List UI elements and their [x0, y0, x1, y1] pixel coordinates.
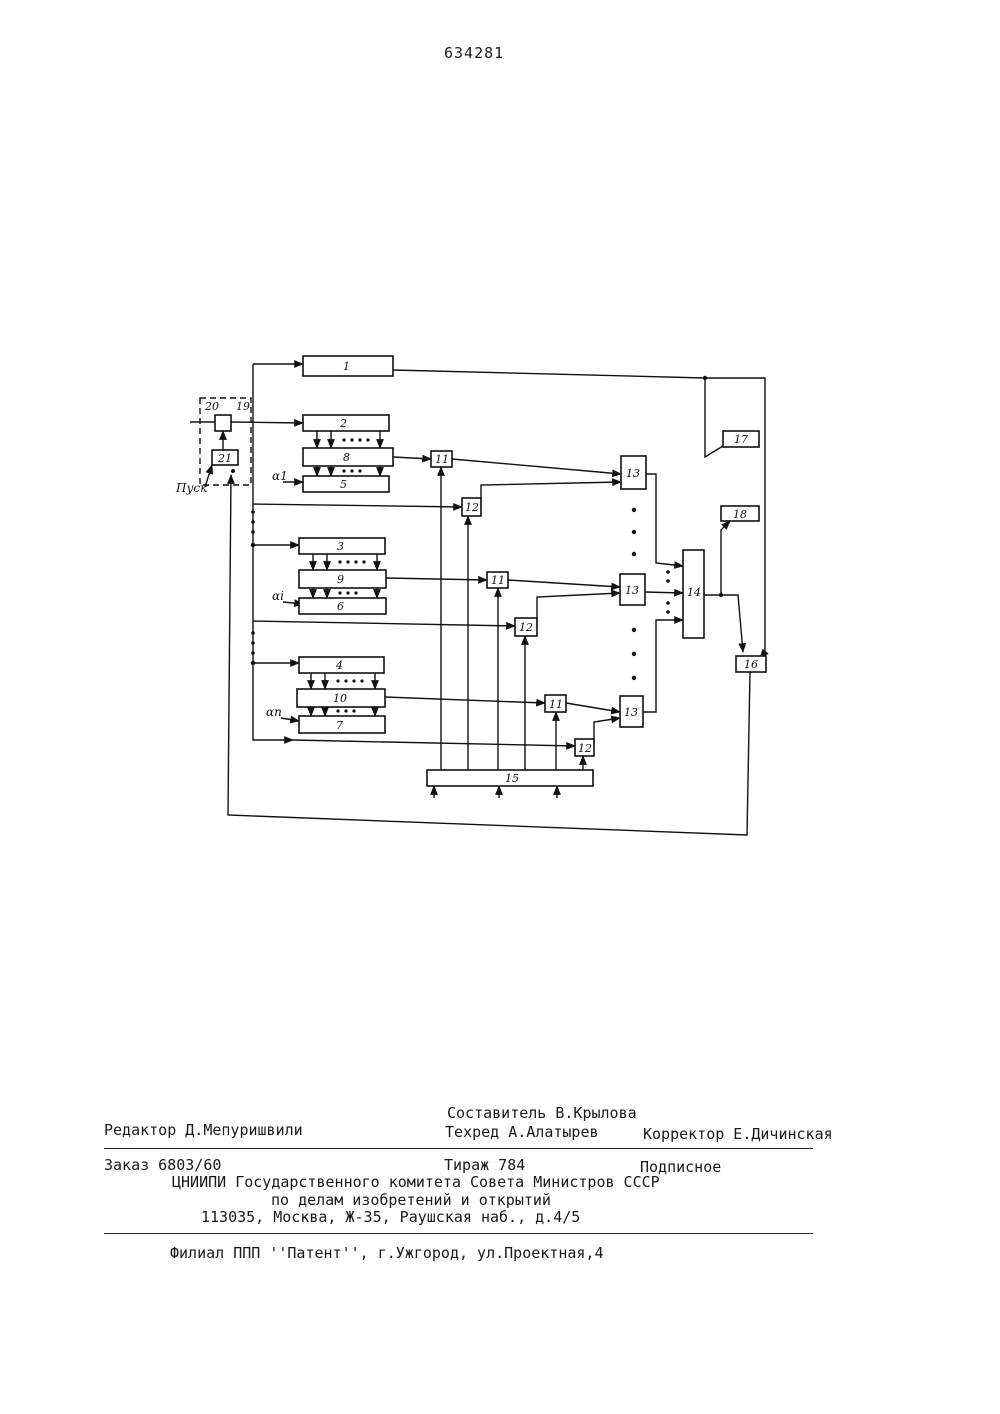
block-12-b: 12: [515, 618, 537, 636]
svg-text:13: 13: [624, 706, 638, 719]
block-12-a: 12: [462, 498, 481, 516]
block-2: 2: [303, 415, 389, 431]
label-20: 20: [204, 400, 219, 413]
block-13-a: 13: [621, 456, 646, 489]
svg-text:21: 21: [217, 452, 232, 465]
svg-text:10: 10: [333, 692, 347, 705]
block-5: 5: [303, 476, 389, 492]
block-7: 7: [299, 716, 385, 733]
svg-text:18: 18: [733, 508, 747, 521]
block-11-b: 11: [487, 572, 508, 588]
input-alphan-label: αn: [266, 705, 282, 719]
order: Заказ 6803/60: [104, 1156, 221, 1174]
svg-text:13: 13: [625, 584, 639, 597]
editor: Редактор Д.Мепуришвили: [104, 1121, 303, 1139]
block-21: 21: [212, 450, 238, 465]
svg-text:15: 15: [505, 772, 519, 785]
block-19: 19: [215, 400, 250, 431]
block-14: 14: [683, 550, 704, 638]
corrector: Корректор Е.Дичинская: [643, 1125, 833, 1143]
block-10: 10: [297, 689, 385, 707]
svg-text:11: 11: [491, 574, 505, 587]
block-17: 17: [723, 431, 759, 447]
composer: Составитель В.Крылова: [447, 1104, 637, 1122]
address: 113035, Москва, Ж-35, Раушская наб., д.4…: [201, 1208, 580, 1226]
block-diagram: 1 2 8 5 3 9 6 4 10 7 11 12 11 12 11 12 1…: [0, 0, 1000, 900]
svg-text:11: 11: [435, 453, 449, 466]
svg-text:12: 12: [519, 621, 533, 634]
block-15: 15: [427, 770, 593, 786]
block-13-b: 13: [620, 574, 645, 605]
block-8: 8: [303, 448, 393, 466]
block-13-c: 13: [620, 696, 643, 727]
svg-text:14: 14: [687, 586, 701, 599]
svg-text:11: 11: [549, 698, 563, 711]
techred: Техред А.Алатырев: [445, 1123, 599, 1141]
input-alpha1-label: α1: [272, 469, 288, 483]
circulation: Тираж 784: [444, 1156, 525, 1174]
svg-text:13: 13: [626, 467, 640, 480]
block-11-a: 11: [431, 451, 452, 467]
svg-text:5: 5: [340, 478, 347, 491]
input-start-label: Пуск: [175, 481, 208, 495]
block-9: 9: [299, 570, 386, 588]
svg-text:9: 9: [337, 573, 344, 586]
svg-text:12: 12: [465, 501, 479, 514]
rule-top: [104, 1148, 813, 1149]
svg-text:3: 3: [337, 540, 344, 553]
svg-text:2: 2: [339, 417, 347, 430]
block-11-c: 11: [545, 695, 566, 712]
block-3: 3: [299, 538, 385, 554]
svg-text:6: 6: [337, 600, 344, 613]
org-line-1: ЦНИИПИ Государственного комитета Совета …: [172, 1173, 660, 1191]
input-alphai-label: αi: [272, 589, 284, 603]
block-12-c: 12: [575, 739, 594, 756]
block-1: 1: [303, 356, 393, 376]
svg-text:1: 1: [343, 360, 350, 373]
block-18: 18: [721, 506, 759, 521]
block-6: 6: [299, 598, 386, 614]
svg-text:8: 8: [343, 451, 350, 464]
block-4: 4: [299, 657, 384, 673]
svg-text:19: 19: [236, 400, 250, 413]
svg-text:16: 16: [744, 658, 758, 671]
svg-text:4: 4: [335, 659, 343, 672]
svg-text:12: 12: [578, 742, 592, 755]
block-16: 16: [736, 656, 766, 672]
org-line-2: по делам изобретений и открытий: [271, 1191, 551, 1209]
branch: Филиал ППП ''Патент'', г.Ужгород, ул.Про…: [170, 1244, 603, 1262]
svg-text:7: 7: [336, 719, 343, 732]
rule-bottom: [104, 1233, 813, 1234]
svg-text:17: 17: [734, 433, 748, 446]
